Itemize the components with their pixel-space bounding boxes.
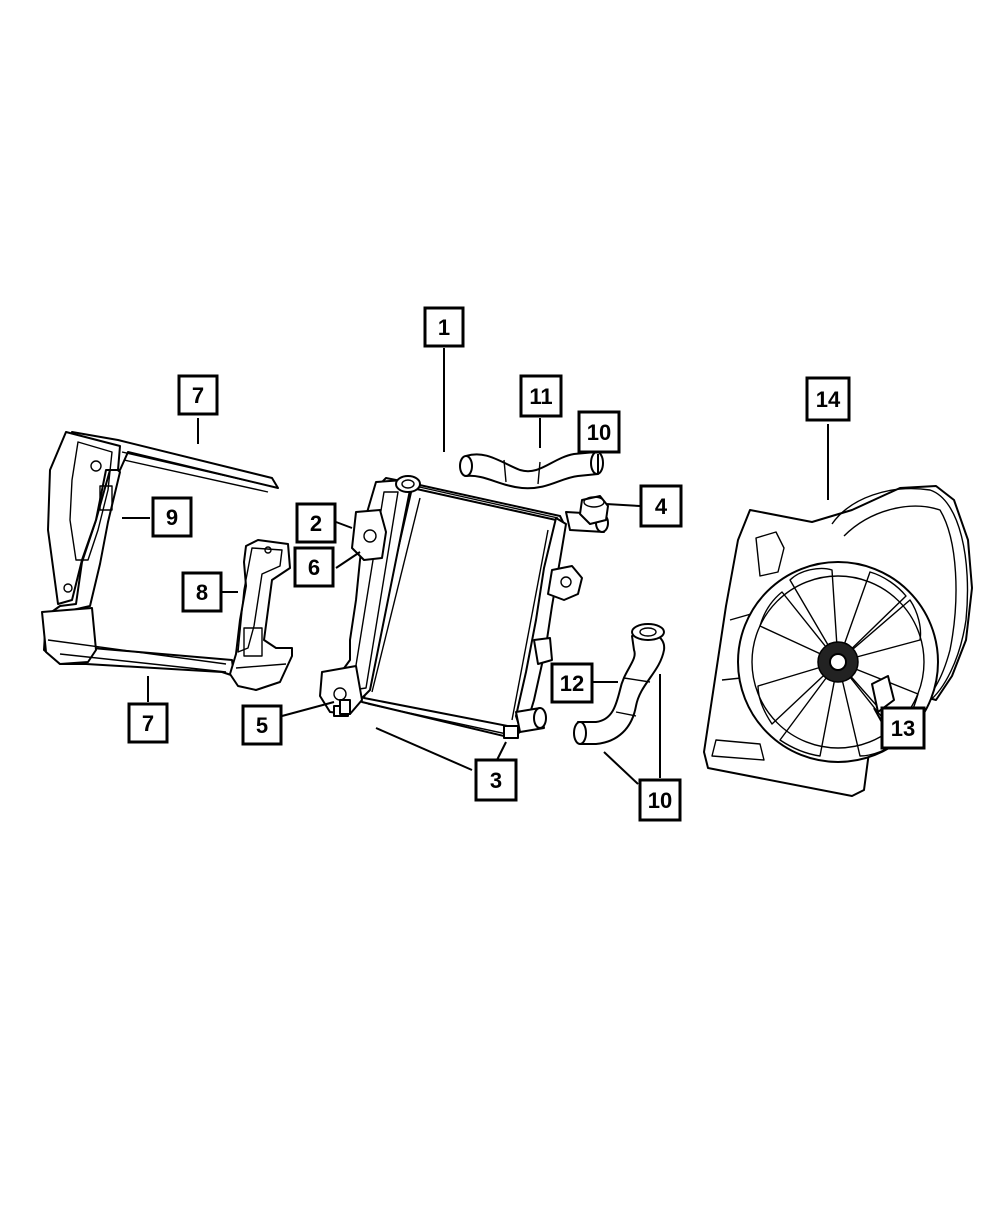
air-deflector-assembly bbox=[41, 431, 279, 677]
callout-4: 4 bbox=[639, 484, 683, 528]
callout-label: 7 bbox=[192, 383, 204, 408]
callout-label: 2 bbox=[310, 511, 322, 536]
callout-5: 5 bbox=[241, 704, 283, 746]
callout-13: 13 bbox=[880, 706, 926, 750]
callout-label: 6 bbox=[308, 555, 320, 580]
callout-1: 1 bbox=[423, 306, 465, 348]
callout-label: 10 bbox=[648, 788, 672, 813]
lower-hose-12 bbox=[573, 623, 666, 745]
callout-6: 6 bbox=[293, 546, 335, 588]
callout-2: 2 bbox=[295, 502, 337, 544]
callout-14: 14 bbox=[805, 376, 851, 422]
callout-label: 1 bbox=[438, 315, 450, 340]
callout-label: 11 bbox=[529, 384, 552, 409]
callout-label: 9 bbox=[166, 505, 178, 530]
callout-label: 3 bbox=[490, 768, 502, 793]
upper-hose-11 bbox=[459, 451, 604, 490]
callout-7-top: 7 bbox=[177, 374, 219, 416]
callout-11: 11 bbox=[519, 374, 563, 418]
callout-10-bottom: 10 bbox=[638, 778, 682, 822]
callout-label: 7 bbox=[142, 711, 154, 736]
callout-12: 12 bbox=[550, 662, 594, 704]
callout-8: 8 bbox=[181, 571, 223, 613]
callout-3: 3 bbox=[474, 758, 518, 802]
callout-label: 4 bbox=[655, 494, 668, 519]
callout-label: 14 bbox=[816, 387, 841, 412]
callout-10-top: 10 bbox=[577, 410, 621, 454]
leader-lines bbox=[122, 348, 885, 785]
callout-9: 9 bbox=[151, 496, 193, 538]
radiator-core bbox=[319, 475, 609, 739]
callout-label: 10 bbox=[587, 420, 611, 445]
callout-label: 12 bbox=[560, 671, 584, 696]
radiator-cap-4 bbox=[579, 495, 609, 525]
callout-7-bottom: 7 bbox=[127, 702, 169, 744]
callout-label: 8 bbox=[196, 580, 208, 605]
callout-label: 13 bbox=[891, 716, 915, 741]
side-seal-8 bbox=[229, 539, 293, 691]
callout-label: 5 bbox=[256, 713, 268, 738]
